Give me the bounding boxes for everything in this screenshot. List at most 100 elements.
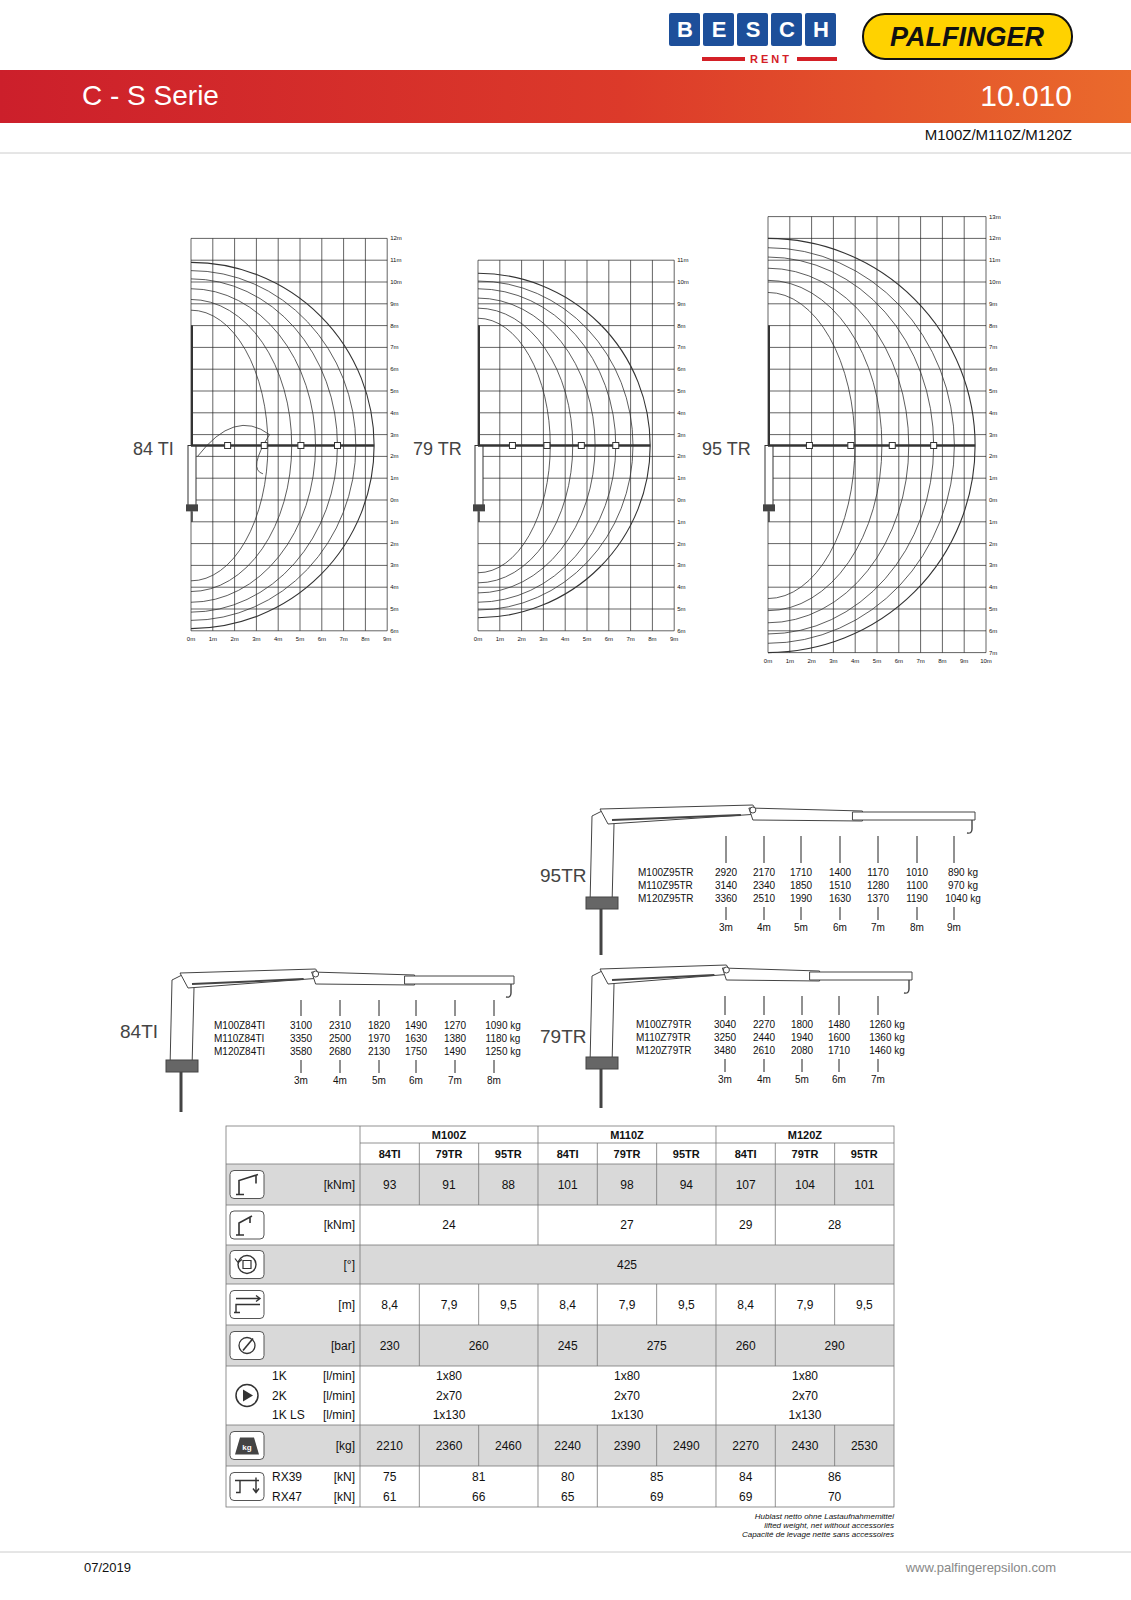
grid-line: [191, 391, 387, 392]
load-value: 2130: [368, 1047, 390, 1057]
unit-label: [l/min]: [323, 1370, 355, 1382]
table-header: M110Z: [610, 1129, 644, 1140]
table-rule: [537, 1425, 538, 1466]
table-cell: 86: [828, 1471, 841, 1483]
axis-label: 4m: [390, 410, 398, 416]
model-name: M110Z95TR: [638, 881, 693, 891]
load-value: 2080: [791, 1046, 813, 1056]
table-rule: [597, 1164, 598, 1205]
reach-tick: [340, 1060, 341, 1073]
icon-frame: [230, 1171, 264, 1199]
load-value: 1400: [829, 868, 851, 878]
boom-joint: [750, 807, 756, 813]
load-value: 1280: [867, 881, 889, 891]
table-note: Hublast netto ohne Lastaufnahmemittel: [755, 1513, 894, 1521]
reach-value: 5m: [794, 923, 808, 933]
axis-label: 3m: [390, 562, 398, 568]
axis-label: 1m: [390, 519, 398, 525]
table-cell: 91: [442, 1179, 455, 1191]
grid-line: [768, 609, 986, 610]
table-rule: [597, 1284, 598, 1325]
load-value: 2170: [753, 868, 775, 878]
logo-box: [771, 13, 802, 46]
table-rule: [775, 1425, 776, 1466]
axis-label: 3m: [252, 636, 260, 642]
reach-tick: [878, 836, 879, 863]
load-value: 1800: [791, 1020, 813, 1030]
reach-icon: [234, 1296, 260, 1313]
axis-label: 0m: [474, 636, 482, 642]
table-cell: 80: [561, 1471, 574, 1483]
load-value: 1970: [368, 1034, 390, 1044]
axis-label: 12m: [989, 235, 1001, 241]
reach-tick: [764, 907, 765, 920]
table-rule: [715, 1126, 716, 1143]
boom-cylinder: [612, 975, 714, 980]
axis-label: 3m: [539, 636, 547, 642]
axis-label: 6m: [989, 366, 997, 372]
table-rule: [715, 1325, 716, 1366]
table-rule: [226, 1325, 894, 1326]
axis-label: 1m: [786, 658, 794, 664]
grid-line: [674, 260, 675, 631]
axis-label: 12m: [390, 235, 402, 241]
table-cell: 61: [383, 1491, 396, 1503]
header-band: [0, 70, 1131, 123]
spec-table: [226, 1126, 894, 1507]
grid-line: [191, 238, 387, 239]
axis-label: 5m: [677, 606, 685, 612]
table-cell: 27: [620, 1219, 633, 1231]
axis-label: 13m: [989, 214, 1001, 220]
axis-label: 6m: [318, 636, 326, 642]
model-name: M120Z95TR: [638, 894, 694, 904]
model-name: M100Z84TI: [214, 1021, 265, 1031]
crane-post: [191, 511, 193, 521]
table-cell: 2240: [554, 1440, 581, 1452]
grid-line: [768, 325, 986, 326]
reach-value: 6m: [409, 1076, 423, 1086]
table-cell: 260: [736, 1340, 756, 1352]
range-curve: [478, 273, 650, 617]
boom-joint: [931, 443, 937, 449]
table-cell: 2430: [792, 1440, 819, 1452]
reach-tick: [917, 907, 918, 920]
axis-label: 5m: [296, 636, 304, 642]
reach-tick: [878, 907, 879, 920]
reach-tick: [840, 836, 841, 863]
table-cell: 70: [828, 1491, 841, 1503]
boom-joint: [578, 443, 584, 449]
grid-line: [191, 630, 387, 631]
table-cell: 65: [561, 1491, 574, 1503]
table-rule: [656, 1425, 657, 1466]
load-value: 2500: [329, 1034, 351, 1044]
load-value: 1170: [867, 868, 889, 878]
load-value: 970 kg: [948, 881, 978, 891]
reach-value: 4m: [757, 1075, 771, 1085]
boom-joint: [509, 443, 515, 449]
table-header: 95TR: [851, 1148, 878, 1159]
reach-value: 4m: [757, 923, 771, 933]
table-rule: [715, 1205, 716, 1245]
table-rule: [715, 1466, 716, 1507]
reach-tick: [954, 907, 955, 920]
reach-value: 3m: [718, 1075, 732, 1085]
unit-label: [kNm]: [324, 1219, 355, 1231]
load-value: 3140: [715, 881, 737, 891]
axis-label: 10m: [980, 658, 992, 664]
crane-base: [186, 504, 198, 511]
axis-label: 9m: [670, 636, 678, 642]
load-value: 3580: [290, 1047, 312, 1057]
table-rule: [775, 1164, 776, 1205]
grid-line: [478, 325, 674, 326]
reach-tick: [802, 996, 803, 1015]
table-cell: 2530: [851, 1440, 878, 1452]
grid-line: [478, 456, 674, 457]
table-cell: 93: [383, 1179, 396, 1191]
load-value: 1750: [405, 1047, 427, 1057]
axis-label: 1m: [390, 475, 398, 481]
table-rule: [537, 1366, 538, 1425]
table-rule: [834, 1425, 835, 1466]
load-value: 1360 kg: [869, 1033, 905, 1043]
table-cell: 9,5: [856, 1299, 873, 1311]
table-rule: [226, 1205, 894, 1206]
